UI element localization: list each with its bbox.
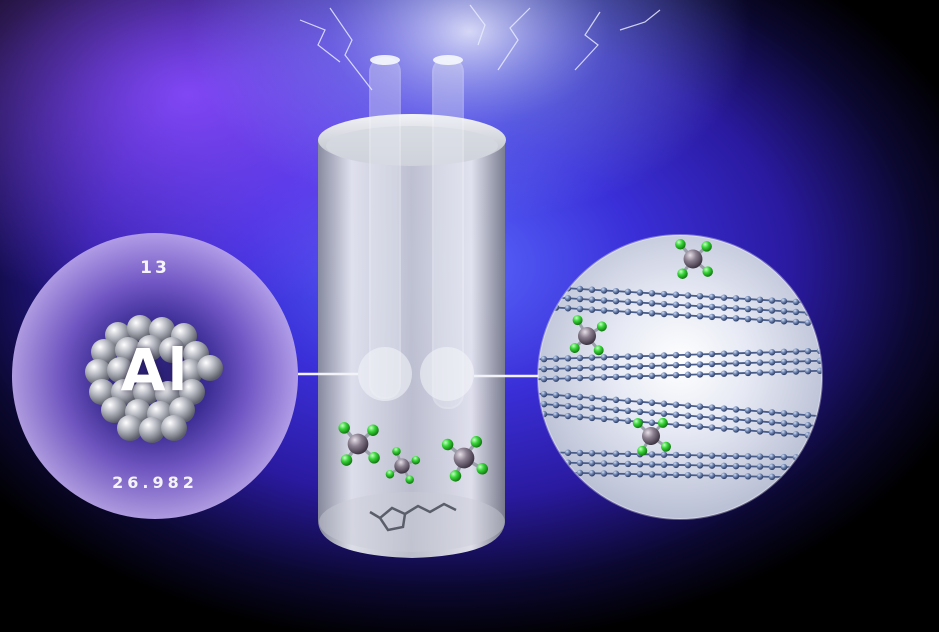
aluminum-atom-cluster xyxy=(85,315,223,443)
atomic-number: 13 xyxy=(140,258,170,278)
alcl4-molecule-icon xyxy=(569,239,713,456)
lightning-bolt-icon xyxy=(299,4,661,91)
atomic-mass: 26.982 xyxy=(112,473,198,492)
aluminum-element-disc xyxy=(12,233,298,519)
battery-cell xyxy=(318,114,506,558)
element-symbol: Al xyxy=(120,336,190,404)
graphite-zoom-disc xyxy=(537,234,823,520)
graphene-layer-icon xyxy=(538,283,822,481)
imidazolium-cation-icon xyxy=(369,502,457,532)
alcl4-molecule-icon xyxy=(338,422,489,484)
electrode-tube-icon xyxy=(358,55,474,409)
